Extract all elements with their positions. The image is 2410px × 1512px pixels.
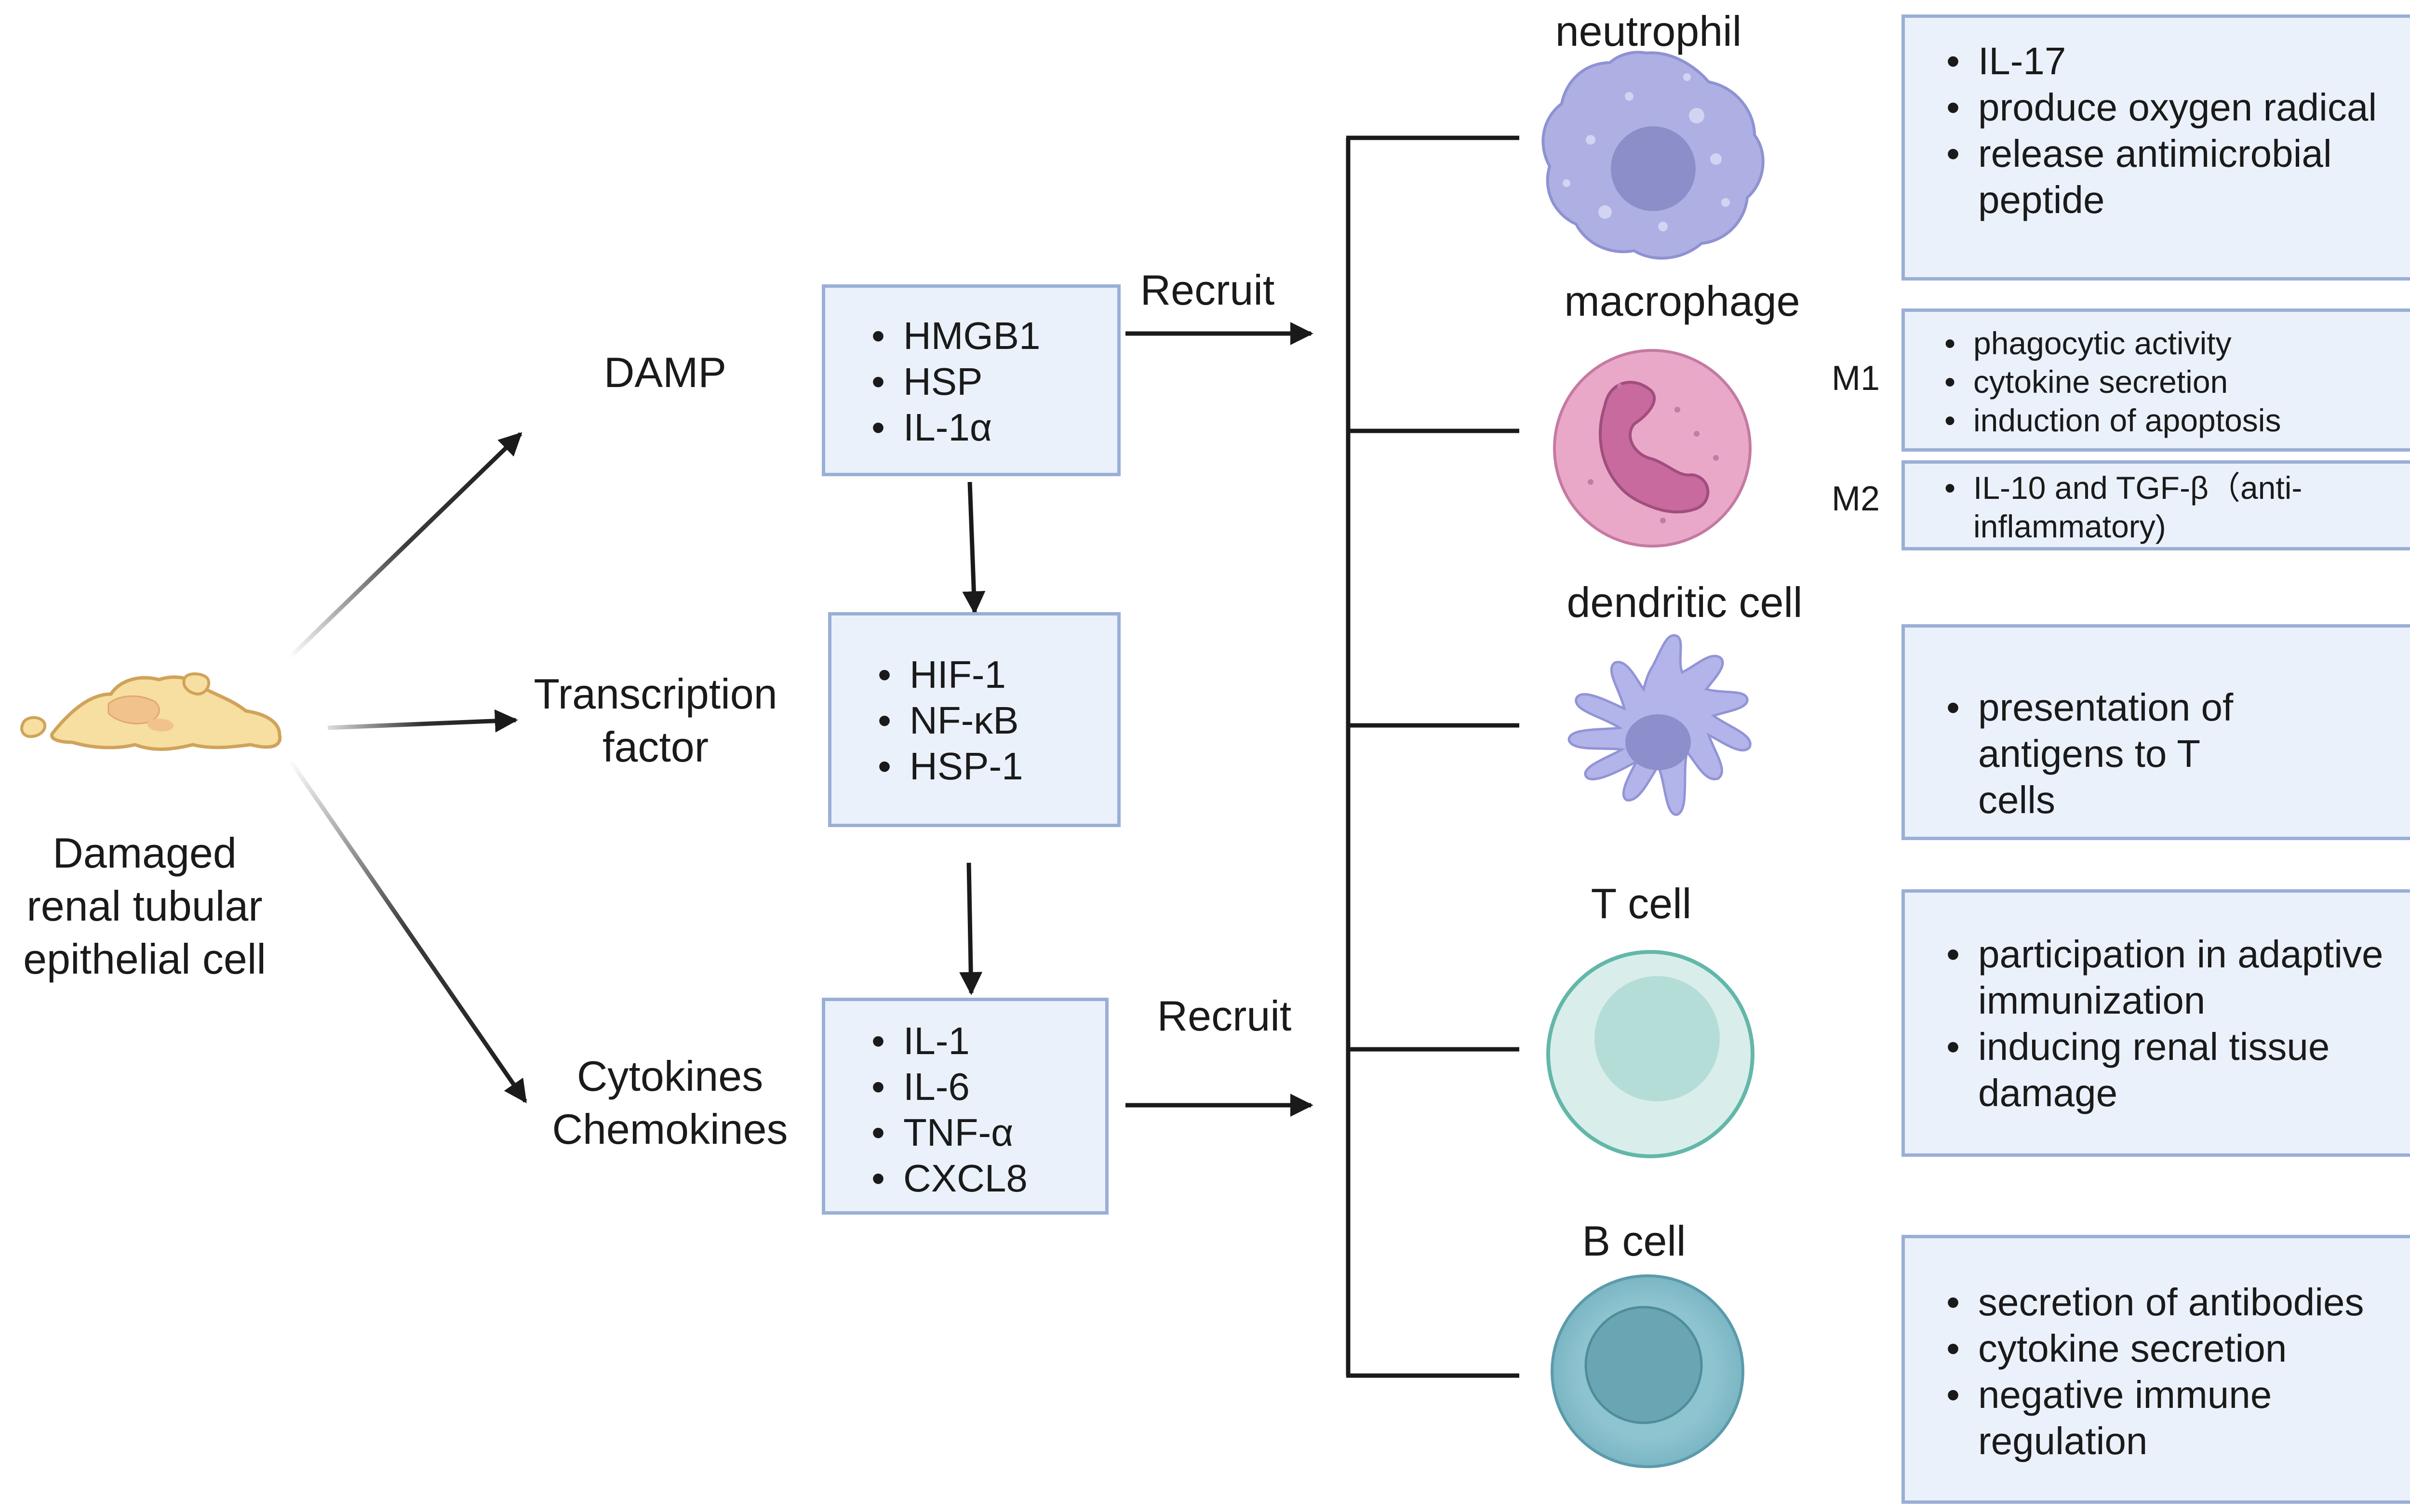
b-cell-functions-box: secretion of antibodies cytokine secreti…	[1901, 1235, 2410, 1504]
b-cell-icon	[1551, 1274, 1744, 1468]
list-item: presentation of antigens to T cells	[1934, 684, 2272, 823]
bracket	[1346, 135, 1519, 1378]
transcription-factor-box: HIF-1 NF-κB HSP-1	[828, 612, 1121, 827]
arrow-damp-to-tf	[962, 482, 986, 615]
list-item: TNF-α	[859, 1110, 1105, 1155]
list-item: IL-17	[1934, 38, 2410, 84]
dendritic-functions-list: presentation of antigens to T cells	[1905, 628, 2410, 823]
b-cell-functions-list: secretion of antibodies cytokine secreti…	[1905, 1238, 2410, 1464]
damp-box: HMGB1 HSP IL-1α	[822, 284, 1121, 476]
m1-label: M1	[1832, 359, 1880, 398]
m1-functions-box: phagocytic activity cytokine secretion i…	[1901, 308, 2410, 452]
list-item: release antimicrobial peptide	[1934, 131, 2410, 223]
arrow-tf-to-cytokines	[959, 862, 983, 995]
list-item: produce oxygen radical	[1934, 84, 2410, 131]
list-item: IL-6	[859, 1064, 1105, 1110]
m1-functions-list: phagocytic activity cytokine secretion i…	[1905, 312, 2410, 440]
list-item: induction of apoptosis	[1934, 401, 2410, 440]
t-cell-icon	[1546, 950, 1754, 1158]
m2-functions-box: IL-10 and TGF-β（anti-inflammatory)	[1901, 460, 2410, 550]
list-item: participation in adaptive immunization	[1934, 931, 2410, 1024]
arrow-to-damp	[287, 432, 522, 660]
source-cell-label: Damaged renal tubular epithelial cell	[0, 827, 289, 986]
recruit-label-bottom: Recruit	[1157, 992, 1292, 1040]
list-item: inducing renal tissue damage	[1934, 1024, 2410, 1116]
cytokines-list: IL-1 IL-6 TNF-α CXCL8	[825, 1001, 1105, 1201]
neutrophil-functions-box: IL-17 produce oxygen radical release ant…	[1901, 14, 2410, 281]
macrophage-icon	[1553, 349, 1752, 548]
cytokines-chemokines-label: Cytokines Chemokines	[552, 1052, 788, 1153]
list-item: NF-κB	[865, 697, 1117, 743]
dendritic-functions-box: presentation of antigens to T cells	[1901, 624, 2410, 840]
t-cell-label: T cell	[1591, 880, 1692, 927]
list-item: IL-10 and TGF-β（anti-inflammatory)	[1934, 468, 2410, 546]
list-item: IL-1α	[859, 404, 1117, 450]
list-item: cytokine secretion	[1934, 362, 2410, 401]
source-cell-label-text: Damaged renal tubular epithelial cell	[23, 829, 266, 983]
list-item: secretion of antibodies	[1934, 1279, 2410, 1325]
cytokines-box: IL-1 IL-6 TNF-α CXCL8	[822, 998, 1109, 1215]
damp-label: DAMP	[603, 348, 727, 396]
b-cell-label: B cell	[1582, 1217, 1686, 1265]
t-cell-functions-box: participation in adaptive immunization i…	[1901, 889, 2410, 1157]
list-item: HSP-1	[865, 743, 1117, 789]
list-item: CXCL8	[859, 1155, 1105, 1201]
neutrophil-functions-list: IL-17 produce oxygen radical release ant…	[1905, 18, 2410, 223]
transcription-factor-list: HIF-1 NF-κB HSP-1	[831, 616, 1117, 789]
dendritic-cell-label: dendritic cell	[1566, 578, 1803, 626]
list-item: HIF-1	[865, 652, 1117, 697]
t-cell-functions-list: participation in adaptive immunization i…	[1905, 893, 2410, 1116]
arrow-to-cytokines	[287, 758, 527, 1103]
neutrophil-label: neutrophil	[1555, 7, 1742, 55]
m2-functions-list: IL-10 and TGF-β（anti-inflammatory)	[1905, 464, 2410, 546]
list-item: HMGB1	[859, 313, 1117, 359]
list-item: HSP	[859, 359, 1117, 404]
list-item: cytokine secretion	[1934, 1325, 2410, 1372]
list-item: phagocytic activity	[1934, 324, 2410, 362]
transcription-factor-label: Transcription factor	[534, 670, 777, 771]
recruit-label-top: Recruit	[1140, 266, 1275, 314]
dendritic-cell-icon	[1567, 634, 1752, 816]
list-item: IL-1	[859, 1018, 1105, 1064]
m2-label: M2	[1832, 480, 1880, 518]
list-item: negative immune regulation	[1934, 1372, 2410, 1464]
damp-list: HMGB1 HSP IL-1α	[825, 288, 1117, 450]
neutrophil-icon	[1541, 51, 1765, 260]
epithelial-cell-icon	[20, 672, 282, 751]
arrow-to-transcription-factor	[327, 709, 518, 733]
macrophage-label: macrophage	[1564, 277, 1800, 325]
